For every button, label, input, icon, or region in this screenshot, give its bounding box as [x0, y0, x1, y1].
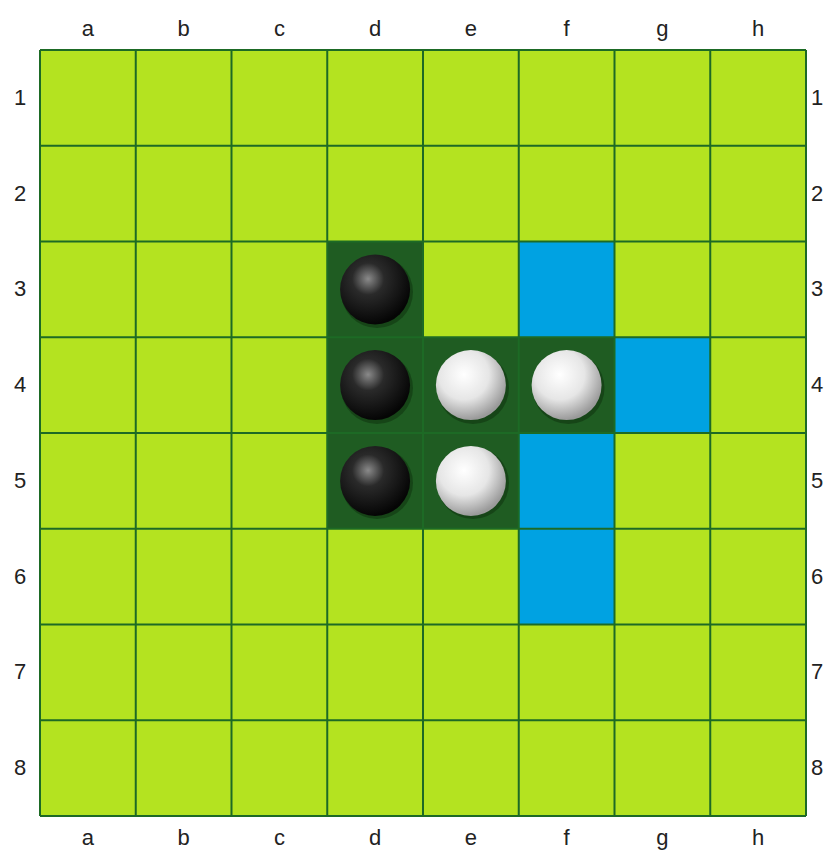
column-label: e: [465, 18, 477, 40]
column-label: f: [564, 18, 570, 40]
row-label: 4: [811, 374, 823, 396]
row-label: 2: [14, 183, 26, 205]
board-ground: [40, 50, 806, 816]
column-label: c: [274, 18, 285, 40]
column-label: g: [656, 18, 668, 40]
row-label: 7: [811, 661, 823, 683]
column-label: e: [465, 827, 477, 849]
column-label: a: [82, 827, 94, 849]
row-label: 5: [14, 470, 26, 492]
row-label: 6: [14, 566, 26, 588]
grid-lines: [40, 50, 806, 816]
row-label: 7: [14, 661, 26, 683]
black-discs: [340, 254, 413, 519]
row-label: 6: [811, 566, 823, 588]
row-label: 2: [811, 183, 823, 205]
row-label: 8: [14, 757, 26, 779]
dark-cells: [327, 242, 614, 529]
column-label: f: [564, 827, 570, 849]
row-label: 5: [811, 470, 823, 492]
column-label: h: [752, 18, 764, 40]
row-label: 3: [811, 278, 823, 300]
column-label: a: [82, 18, 94, 40]
column-label: c: [274, 827, 285, 849]
column-label: b: [178, 18, 190, 40]
column-label: g: [656, 827, 668, 849]
column-label: d: [369, 18, 381, 40]
row-label: 3: [14, 278, 26, 300]
column-label: b: [178, 827, 190, 849]
row-label: 1: [811, 87, 823, 109]
column-label: h: [752, 827, 764, 849]
row-label: 4: [14, 374, 26, 396]
row-label: 1: [14, 87, 26, 109]
row-label: 8: [811, 757, 823, 779]
column-label: d: [369, 827, 381, 849]
white-discs: [436, 350, 605, 519]
